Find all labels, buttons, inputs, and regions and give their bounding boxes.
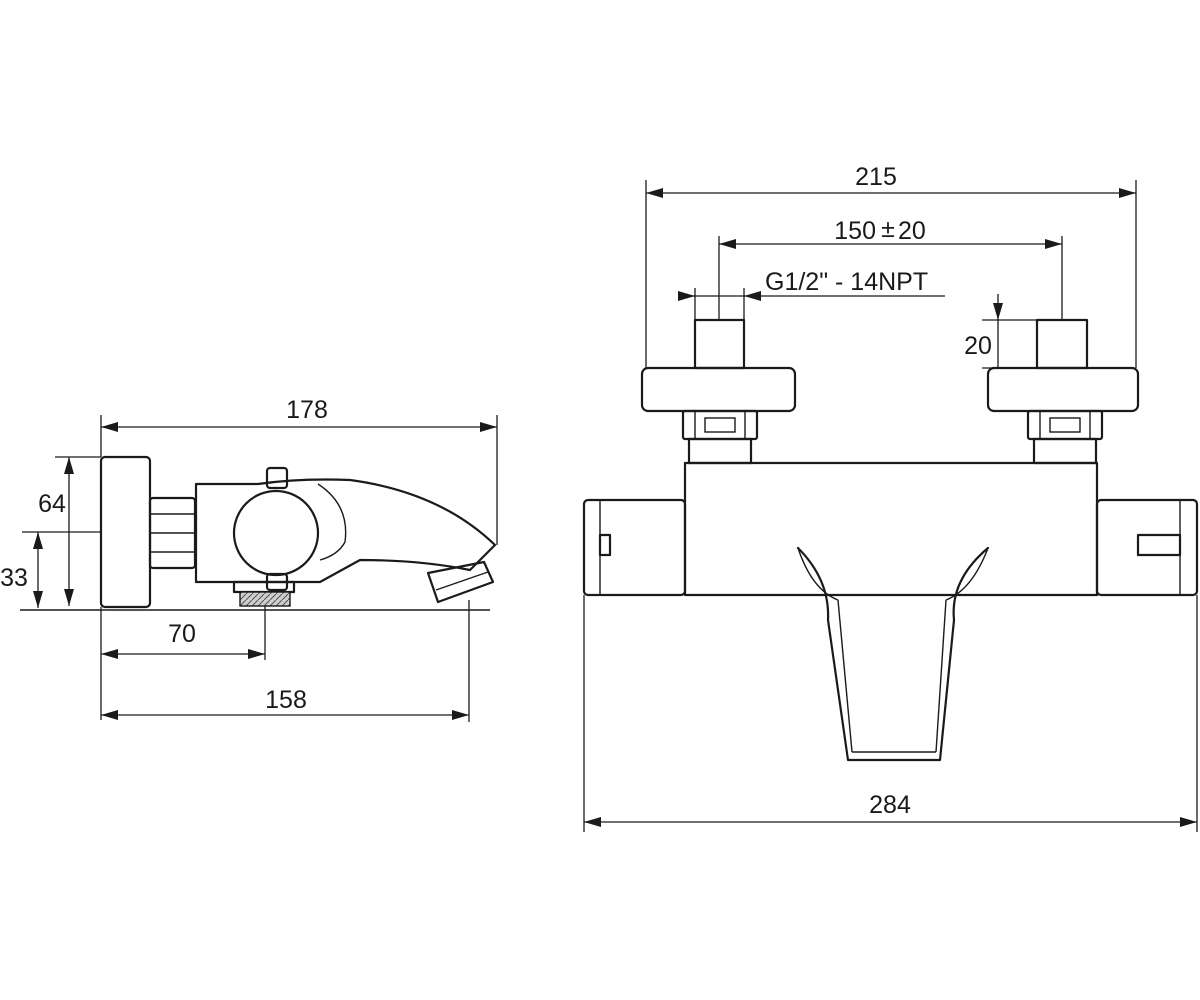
spout (796, 546, 990, 762)
mixer-body (194, 478, 497, 584)
dim-thread: G1/2" - 14NPT (765, 268, 928, 296)
left-end-cap (582, 498, 687, 597)
left-nut-collar (687, 437, 753, 465)
dim-top-width: 215 (855, 163, 897, 191)
right-flange (986, 366, 1140, 413)
right-inlet-pipe (1035, 318, 1089, 370)
dim-spout-length: 158 (265, 686, 307, 714)
dim-outlet-height: 33 (0, 564, 28, 592)
dim-inlet-depth: 20 (964, 332, 992, 360)
lever-groove (317, 483, 347, 561)
spout-outlet (426, 560, 495, 604)
control-knob (232, 489, 320, 577)
dim-outlet-offset: 70 (168, 620, 196, 648)
dim-inlet-tolerance-sign: ± (881, 215, 895, 243)
knob-top-cap (265, 466, 289, 490)
dim-body-width: 284 (869, 791, 911, 819)
right-end-cap (1095, 498, 1199, 597)
dim-overall-length: 178 (286, 396, 328, 424)
main-body (683, 461, 1099, 597)
wall-plate (99, 455, 152, 609)
right-nut (1026, 409, 1104, 441)
dim-inlet-tolerance: 20 (898, 217, 926, 245)
left-inlet-pipe (693, 318, 746, 370)
side-view: 178 64 33 70 158 (0, 396, 498, 722)
thread-hatch (239, 591, 291, 607)
front-view: 215 150 ± 20 G1/2" - 14NPT 20 284 (582, 163, 1199, 832)
right-nut-collar (1032, 437, 1098, 465)
dim-inlet-spacing: 150 (834, 217, 876, 245)
left-flange (640, 366, 797, 413)
dim-height: 64 (38, 490, 66, 518)
left-nut (681, 409, 759, 441)
